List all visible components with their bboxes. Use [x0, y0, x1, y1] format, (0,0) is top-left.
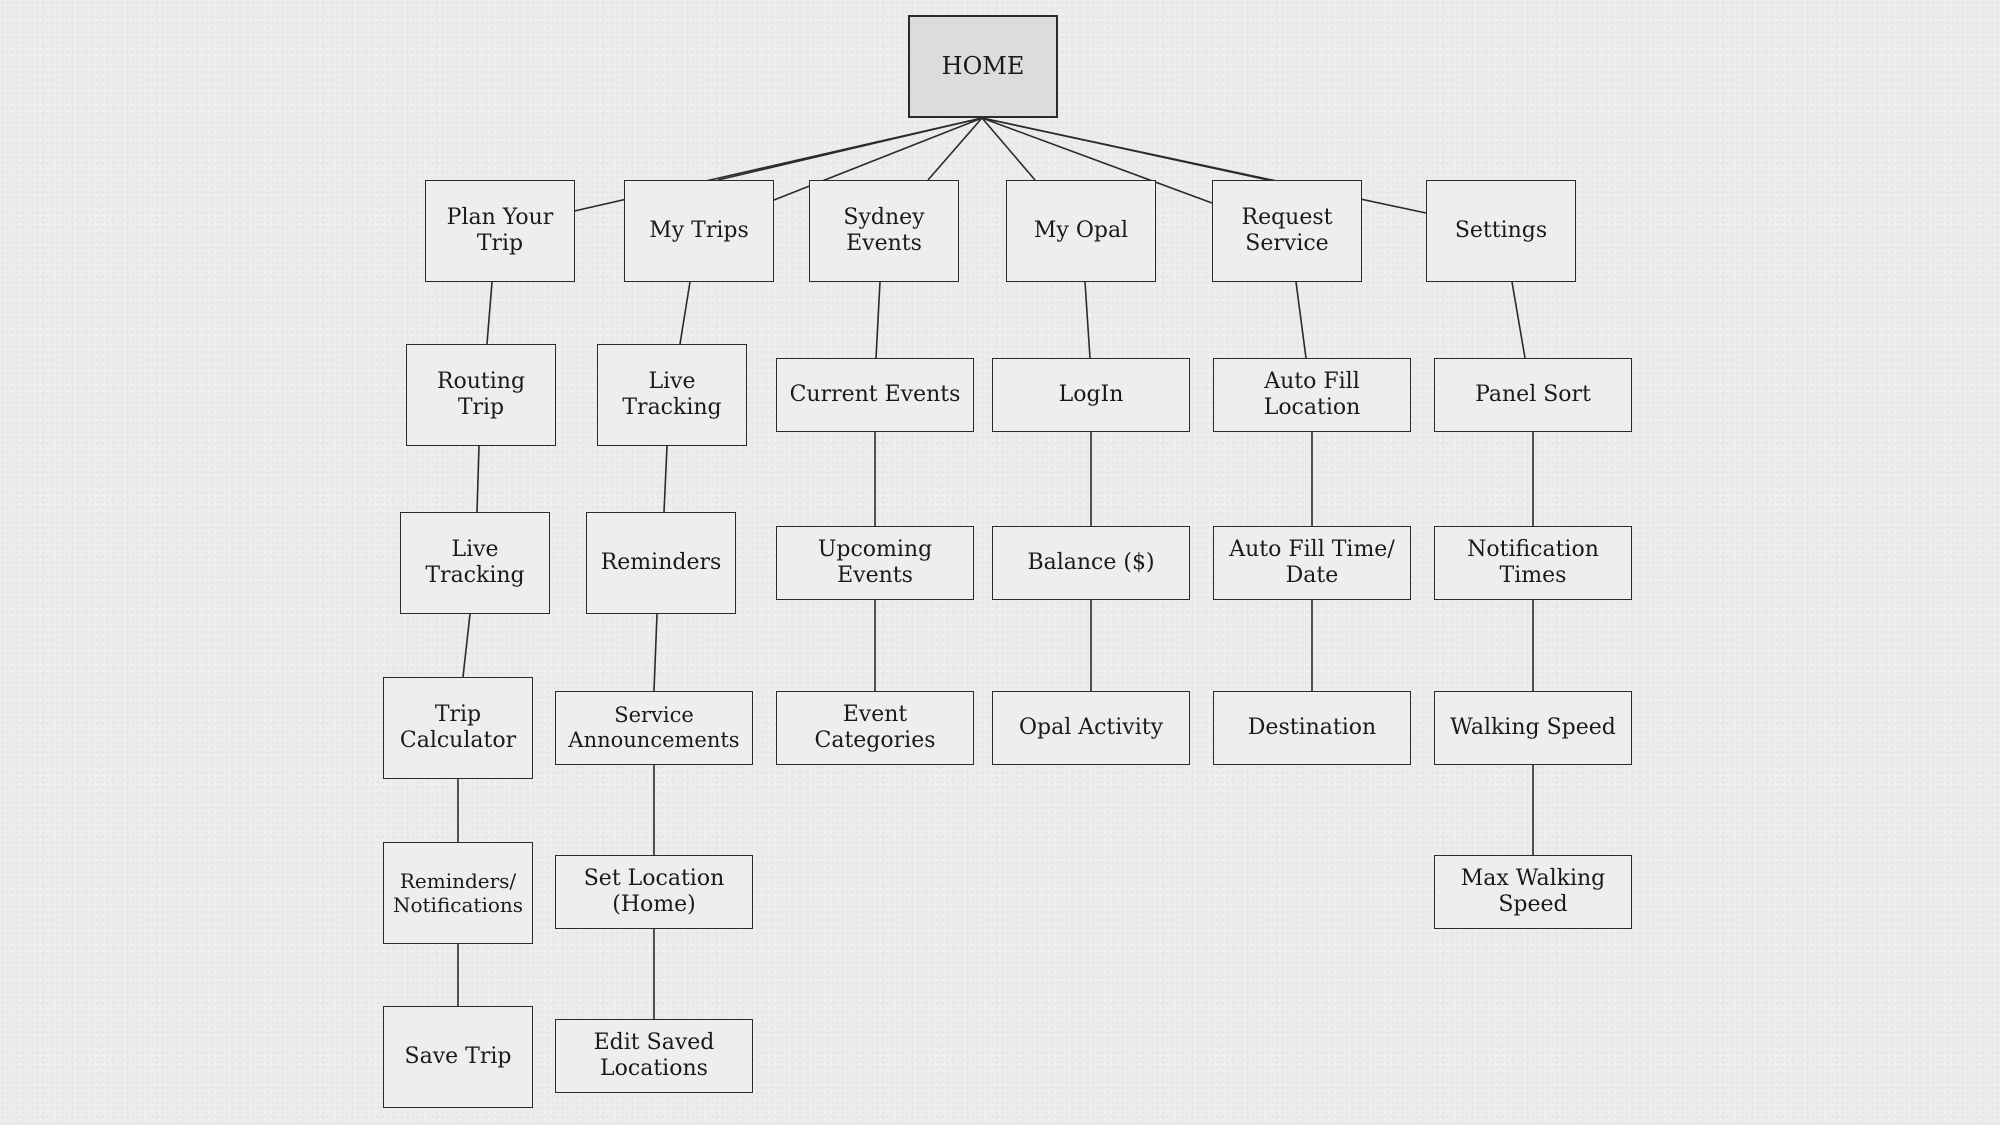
connector-line: [663, 445, 668, 513]
connector-line: [981, 117, 1036, 181]
auto-fill-location-node: Auto Fill Location: [1213, 358, 1411, 432]
live-tracking-node: Live Tracking: [597, 344, 747, 446]
my-opal-node: My Opal: [1006, 180, 1156, 282]
panel-sort-node: Panel Sort: [1434, 358, 1632, 432]
live-tracking-node: Live Tracking: [400, 512, 550, 614]
connector-line: [717, 117, 983, 181]
connector-line: [927, 117, 983, 181]
plan-your-trip-node: Plan Your Trip: [425, 180, 575, 282]
set-location-home-node: Set Location (Home): [555, 855, 753, 929]
settings-node: Settings: [1426, 180, 1576, 282]
request-service-node: Request Service: [1212, 180, 1362, 282]
auto-fill-time-date-node: Auto Fill Time/ Date: [1213, 526, 1411, 600]
connector-line: [462, 613, 471, 678]
opal-activity-node: Opal Activity: [992, 691, 1190, 765]
walking-speed-node: Walking Speed: [1434, 691, 1632, 765]
sydney-events-node: Sydney Events: [809, 180, 959, 282]
upcoming-events-node: Upcoming Events: [776, 526, 974, 600]
reminders-node: Reminders: [586, 512, 736, 614]
my-trips-node: My Trips: [624, 180, 774, 282]
current-events-node: Current Events: [776, 358, 974, 432]
save-trip-node: Save Trip: [383, 1006, 533, 1108]
connector-line: [476, 445, 480, 513]
edit-saved-locations-node: Edit Saved Locations: [555, 1019, 753, 1093]
reminders-notifications-node: Reminders/ Notifications: [383, 842, 533, 944]
max-walking-speed-node: Max Walking Speed: [1434, 855, 1632, 929]
connector-line: [773, 117, 983, 201]
event-categories-node: Event Categories: [776, 691, 974, 765]
balance-node: Balance ($): [992, 526, 1190, 600]
home-node: HOME: [908, 15, 1058, 118]
service-announcements-node: Service Announcements: [555, 691, 753, 765]
connector-line: [679, 281, 691, 345]
routing-trip-node: Routing Trip: [406, 344, 556, 446]
connector-line: [1084, 281, 1091, 359]
destination-node: Destination: [1213, 691, 1411, 765]
notification-times-node: Notification Times: [1434, 526, 1632, 600]
connector-line: [1295, 281, 1307, 359]
connector-line: [981, 117, 1213, 204]
connector-line: [875, 281, 881, 359]
login-node: LogIn: [992, 358, 1190, 432]
trip-calculator-node: Trip Calculator: [383, 677, 533, 779]
connector-line: [486, 281, 493, 345]
connector-line: [1511, 281, 1526, 359]
connector-line: [653, 613, 658, 692]
